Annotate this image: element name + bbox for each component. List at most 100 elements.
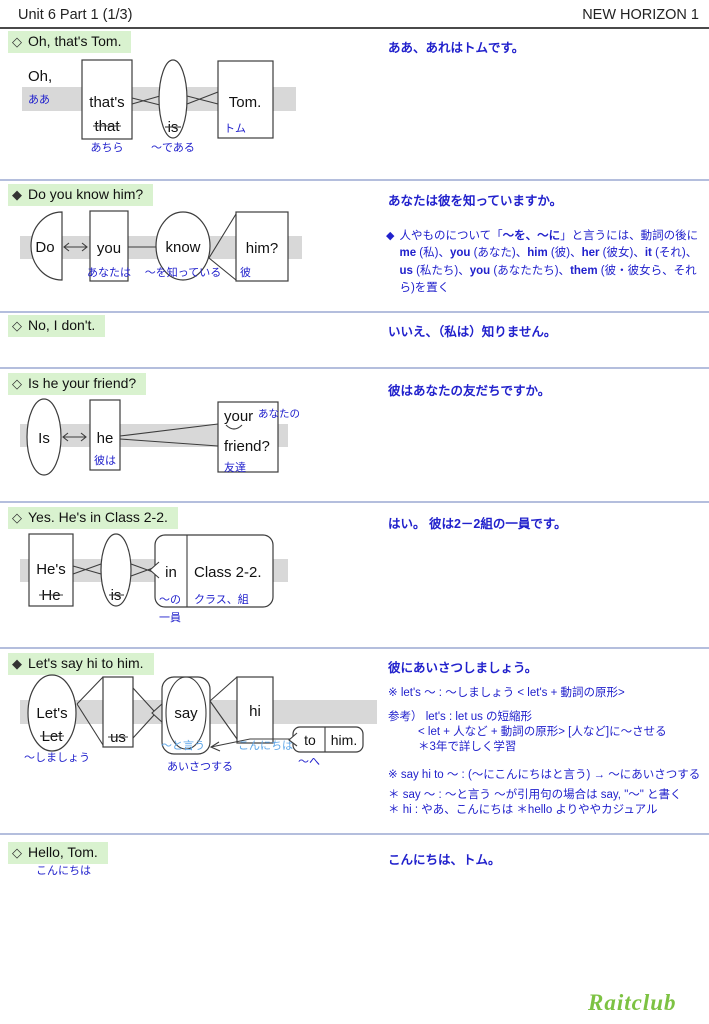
aux-halfcircle [30, 211, 63, 281]
translation-3: いいえ、（私は）知りません。 [388, 325, 557, 339]
translation-1: ああ、あれはトムです。 [388, 41, 525, 55]
object-pronoun-note: ◆ 人やものについて「～を、～に」と言うには、動詞の後に me (私)、you … [386, 228, 704, 297]
note-line: 参考） let's : let us の短縮形 [388, 711, 533, 723]
note-line: ※ let's ～ : ～しましょう < let's + 動詞の原形> [388, 687, 625, 699]
section-divider [0, 179, 709, 181]
note-line: ＊ say ～ : ～と言う ～が引用句の場合は say, "～" と書く [388, 789, 682, 801]
word-hi: hi [249, 703, 261, 720]
translation-7: こんにちは、トム。 [388, 853, 501, 867]
lets-notes: ※ let's ～ : ～しましょう < let's + 動詞の原形> 参考） … [388, 686, 706, 818]
word-box [28, 533, 74, 607]
gloss-lets: ～しましょう [24, 751, 90, 764]
word-you: you [97, 240, 121, 257]
gloss-tom: トム [224, 122, 246, 135]
sentence-text: Do you know him? [28, 186, 144, 202]
section-divider [0, 833, 709, 835]
gloss-class: クラス、組 [194, 593, 249, 606]
brace-notch [288, 732, 298, 747]
diamond-icon: ◇ [12, 510, 22, 525]
word-do: Do [35, 239, 54, 256]
translation-5: はい。 彼は2－2組の一員です。 [388, 517, 567, 531]
translation-2: あなたは彼を知っていますか。 [388, 194, 563, 208]
word-your: your [224, 408, 253, 425]
gloss-know: ～を知っている [145, 265, 221, 279]
verb-ellipse [27, 674, 77, 752]
raitclub-logo: Raitclub [588, 990, 677, 1015]
gloss-you: あなたは [87, 266, 131, 279]
gloss-in-2: 一員 [159, 611, 181, 624]
gloss-oh: ああ [28, 93, 50, 106]
word-friend: friend? [224, 438, 270, 455]
section-divider [0, 647, 709, 649]
underbrace [225, 424, 243, 430]
word-box [236, 676, 274, 744]
sentence-header-6: ◆ Let's say hi to him. [8, 653, 154, 675]
word-him: him. [331, 732, 357, 748]
diagram-do-you-know-him: Do you あなたは know ～を知っている him? 彼 [20, 210, 302, 282]
gloss-that: あちら [91, 141, 124, 154]
chevron-notch [151, 702, 164, 724]
diagram-is-he-your-friend: Is he 彼は your あなたの friend? 友達 [20, 398, 300, 476]
word-know: know [165, 239, 200, 256]
section-divider [0, 311, 709, 313]
gloss-he: 彼は [94, 454, 116, 467]
word-box [235, 211, 289, 282]
gloss-to: ～へ [298, 756, 320, 768]
gloss-friend: 友達 [224, 460, 246, 474]
diagram-lets-say-hi: Let's Let ～しましょう us say hi ～と言う こんにちは あい… [20, 674, 377, 773]
object-funnel [208, 213, 237, 281]
sentence-text: Let's say hi to him. [28, 655, 144, 671]
diamond-icon: ◇ [12, 318, 22, 333]
diagram-hes-in-class: He's He is in ～の 一員 Class 2-2. クラス、組 [20, 533, 288, 624]
word-him: him? [246, 240, 279, 257]
diamond-icon: ◆ [12, 656, 22, 671]
sentence-text: Hello, Tom. [28, 844, 98, 860]
word-oh: Oh, [28, 68, 52, 85]
header-rule [0, 27, 709, 29]
note-text: 人やものについて「～を、～に」と言うには、動詞の後に me (私)、you (あ… [399, 230, 699, 294]
translation-4: 彼はあなたの友だちですか。 [388, 384, 551, 398]
gloss-your: あなたの [258, 408, 300, 420]
aux-ellipse [26, 398, 62, 476]
gloss-hello: こんにちは [36, 865, 91, 877]
translation-6: 彼にあいさつしましょう。 [388, 661, 538, 675]
section-divider [0, 367, 709, 369]
gloss-him: 彼 [240, 266, 251, 279]
sentence-header-3: ◇No, I don't. [8, 315, 106, 337]
word-he: he [97, 430, 114, 447]
gloss-say-hi: あいさつする [167, 760, 233, 773]
word-class: Class 2-2. [194, 564, 262, 581]
note-bullet-icon: ◆ [386, 230, 395, 242]
gloss-is: ～である [151, 141, 195, 154]
sentence-header-4: ◇Is he your friend? [8, 373, 147, 395]
sentence-header-1: ◇Oh, that's Tom. [8, 31, 132, 53]
diamond-icon: ◆ [12, 187, 22, 202]
verb-ellipse [165, 676, 207, 750]
section-divider [0, 501, 709, 503]
note-line: ＊ hi : やあ、こんにちは ＊hello よりややカジュアル [388, 804, 658, 816]
word-box [102, 676, 134, 748]
textbook-name: NEW HORIZON 1 [582, 7, 699, 23]
brace-notch [149, 561, 160, 579]
verb-ellipse [100, 533, 132, 607]
arrowhead [209, 741, 221, 752]
word-thats: that's [89, 94, 124, 111]
page-title: Unit 6 Part 1 (1/3) [18, 7, 133, 23]
note-line: ※ say hi to ～ : (～にこんにちはと言う) → ～にあいさつする [388, 769, 701, 781]
word-box [217, 60, 274, 139]
gloss-hi: こんにちは [238, 739, 293, 752]
sentence-header-5: ◇Yes. He's in Class 2-2. [8, 507, 178, 529]
word-box [217, 401, 279, 473]
sentence-header-2: ◆ Do you know him? [8, 184, 154, 206]
gloss-say: ～と言う [161, 739, 205, 752]
verb-ellipse [155, 211, 211, 281]
combine-arrow [210, 738, 290, 748]
word-box [89, 399, 121, 471]
diamond-icon: ◇ [12, 376, 22, 391]
word-lets: Let's [36, 705, 67, 722]
note-line: ＊3年で詳しく学習 [418, 741, 517, 753]
diamond-icon: ◇ [12, 34, 22, 49]
diamond-icon: ◇ [12, 845, 22, 860]
word-to: to [304, 732, 316, 748]
